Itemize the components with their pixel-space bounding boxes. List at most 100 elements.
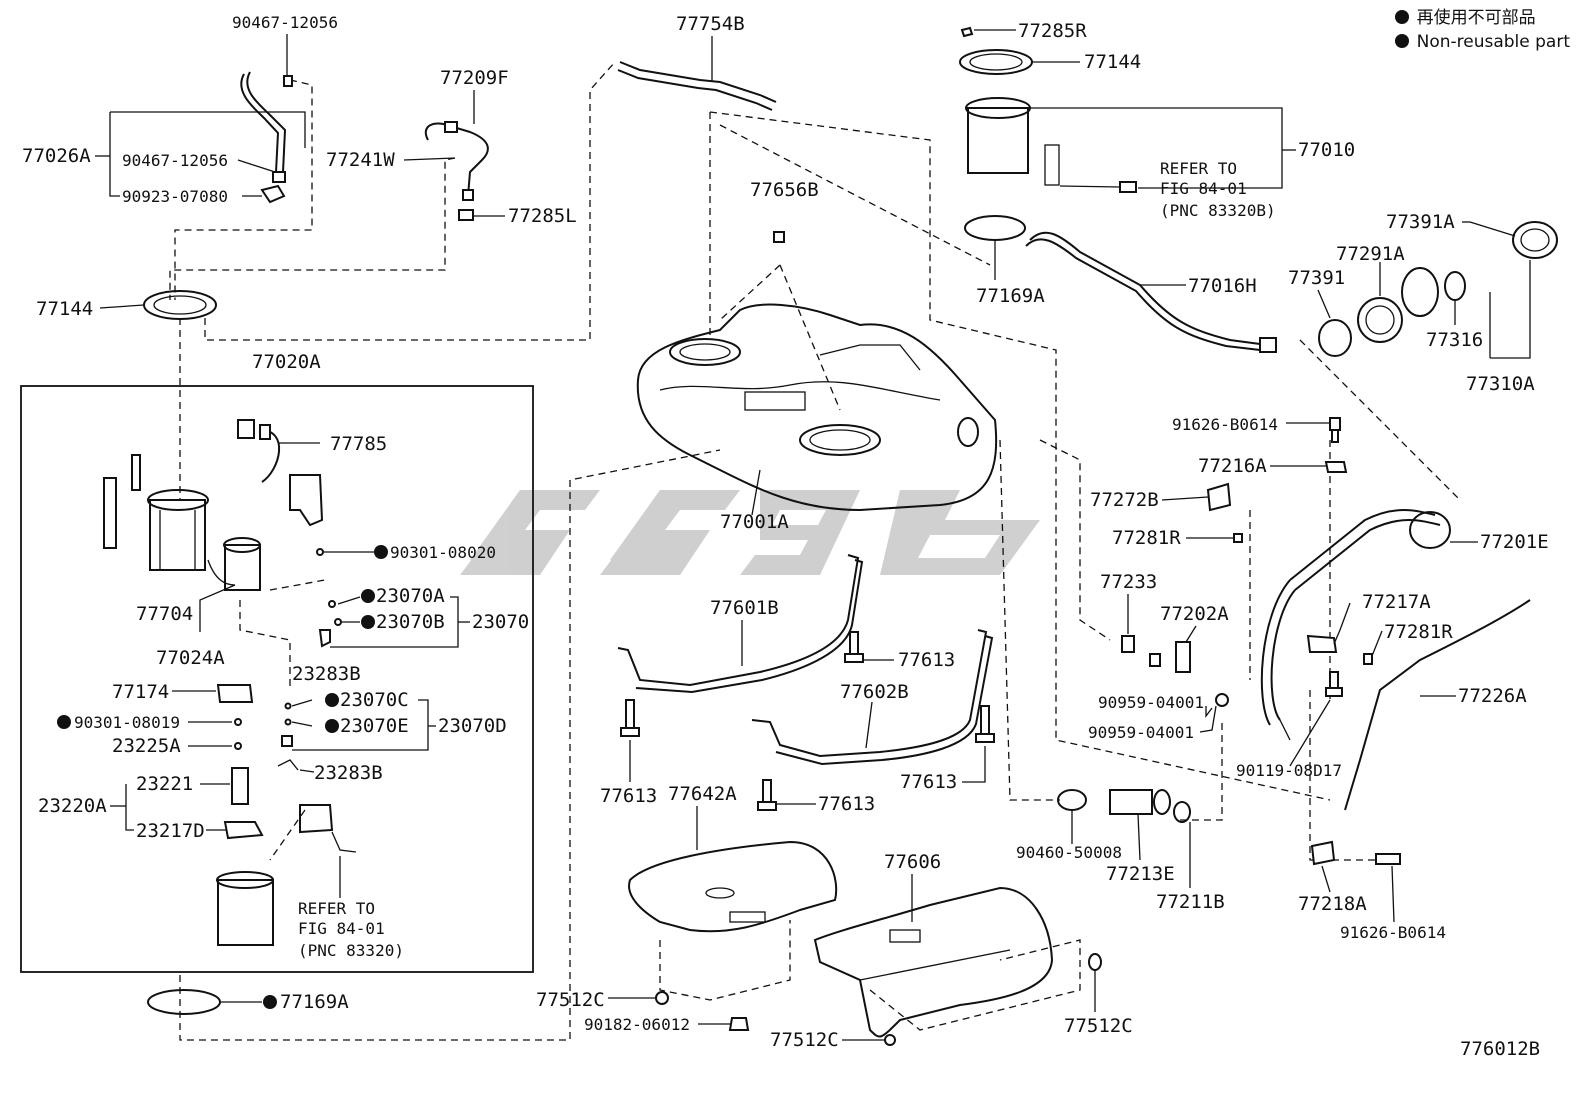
label-90182-06012[interactable]: 90182-06012 <box>584 1015 690 1034</box>
label-77241w[interactable]: 77241W <box>326 149 395 171</box>
sender-gauge-77785 <box>237 419 280 483</box>
gasket-77169a-left <box>147 989 221 1015</box>
label-77169a-left[interactable]: 77169A <box>280 991 349 1013</box>
tank-strap-77602b <box>751 629 994 766</box>
refer-lower-line2[interactable]: FIG 84-01 <box>298 919 385 938</box>
label-23283b-bottom[interactable]: 23283B <box>314 762 383 784</box>
label-77218a[interactable]: 77218A <box>1298 893 1367 915</box>
dashed-guides-center <box>659 111 1461 1031</box>
label-77291a[interactable]: 77291A <box>1336 243 1405 265</box>
label-90119-08d17[interactable]: 90119-08D17 <box>1236 761 1342 780</box>
label-77285l[interactable]: 77285L <box>508 205 577 227</box>
label-77209f[interactable]: 77209F <box>440 67 509 89</box>
label-77226a[interactable]: 77226A <box>1458 685 1527 707</box>
label-91626-b0614-bottom[interactable]: 91626-B0614 <box>1340 923 1446 942</box>
legend-item-en: Non-reusable part <box>1394 30 1570 54</box>
fuel-tank-77001a <box>636 303 998 512</box>
figure-id: 776012B <box>1460 1038 1540 1060</box>
label-23070a[interactable]: 23070A <box>376 585 445 607</box>
label-77024a[interactable]: 77024A <box>156 647 225 669</box>
label-90959-04001-b[interactable]: 90959-04001 <box>1088 723 1194 742</box>
label-77512c-a[interactable]: 77512C <box>536 989 605 1011</box>
label-77169a-right[interactable]: 77169A <box>976 285 1045 307</box>
label-77613-c[interactable]: 77613 <box>900 771 957 793</box>
label-23217d[interactable]: 23217D <box>136 820 205 842</box>
label-77211b[interactable]: 77211B <box>1156 891 1225 913</box>
label-90301-08019[interactable]: 90301-08019 <box>74 713 180 732</box>
label-77602b[interactable]: 77602B <box>840 681 909 703</box>
label-77391a[interactable]: 77391A <box>1386 211 1455 233</box>
fuel-pump-connectors <box>277 600 342 771</box>
label-91626-b0614-top[interactable]: 91626-B0614 <box>1172 415 1278 434</box>
refer-upper-line3[interactable]: (PNC 83320B) <box>1160 201 1276 220</box>
label-77613-b[interactable]: 77613 <box>600 785 657 807</box>
label-77704[interactable]: 77704 <box>136 603 193 625</box>
bracket-float <box>289 474 324 527</box>
legend-item-jp: 再使用不可部品 <box>1394 6 1570 30</box>
label-77216a[interactable]: 77216A <box>1198 455 1267 477</box>
label-90467-12056-top[interactable]: 90467-12056 <box>232 13 338 32</box>
label-77285r[interactable]: 77285R <box>1018 20 1087 42</box>
legend: 再使用不可部品 Non-reusable part <box>1394 6 1570 54</box>
label-77601b[interactable]: 77601B <box>710 597 779 619</box>
small-parts-left <box>216 684 264 840</box>
label-90923-07080[interactable]: 90923-07080 <box>122 187 228 206</box>
tank-strap-77601b <box>617 554 864 694</box>
label-77202a[interactable]: 77202A <box>1160 603 1229 625</box>
label-23221[interactable]: 23221 <box>136 773 193 795</box>
label-23070d[interactable]: 23070D <box>438 715 507 737</box>
label-23070[interactable]: 23070 <box>472 611 529 633</box>
label-23283b-top[interactable]: 23283B <box>292 663 361 685</box>
label-77144-left[interactable]: 77144 <box>36 298 93 320</box>
label-23070e[interactable]: 23070E <box>340 715 409 737</box>
filler-pipe-77201e <box>1260 509 1451 741</box>
label-77642a[interactable]: 77642A <box>668 783 737 805</box>
label-23070c[interactable]: 23070C <box>340 689 409 711</box>
label-23225a[interactable]: 23225A <box>112 735 181 757</box>
label-77316[interactable]: 77316 <box>1426 329 1483 351</box>
label-90301-08020[interactable]: 90301-08020 <box>390 543 496 562</box>
vent-hose-77754b <box>617 61 777 111</box>
label-77281r-a[interactable]: 77281R <box>1112 527 1181 549</box>
label-77512c-b[interactable]: 77512C <box>770 1029 839 1051</box>
label-77217a[interactable]: 77217A <box>1362 591 1431 613</box>
label-77201e[interactable]: 77201E <box>1480 531 1549 553</box>
label-23220a[interactable]: 23220A <box>38 795 107 817</box>
label-77272b[interactable]: 77272B <box>1090 489 1159 511</box>
label-90467-12056-mid[interactable]: 90467-12056 <box>122 151 228 170</box>
hose-assembly-77026a <box>240 71 293 204</box>
label-77144-right[interactable]: 77144 <box>1084 51 1141 73</box>
label-77606[interactable]: 77606 <box>884 851 941 873</box>
non-reusable-dot-icon <box>1394 10 1409 24</box>
label-77213e[interactable]: 77213E <box>1106 863 1175 885</box>
label-90460-50008[interactable]: 90460-50008 <box>1016 843 1122 862</box>
right-column-fasteners <box>1057 417 1401 866</box>
label-77785[interactable]: 77785 <box>330 433 387 455</box>
fuel-filter-canister <box>216 804 357 946</box>
label-77001a[interactable]: 77001A <box>720 511 789 533</box>
label-90959-04001-a[interactable]: 90959-04001 <box>1098 693 1204 712</box>
label-77512c-c[interactable]: 77512C <box>1064 1015 1133 1037</box>
label-77281r-b[interactable]: 77281R <box>1384 621 1453 643</box>
bracket-77026a <box>110 111 306 148</box>
label-77754b[interactable]: 77754B <box>676 13 745 35</box>
label-77016h[interactable]: 77016H <box>1188 275 1257 297</box>
label-77613-d[interactable]: 77613 <box>818 793 875 815</box>
label-group-77020a[interactable]: 77020A <box>252 351 321 373</box>
label-23070b[interactable]: 23070B <box>376 611 445 633</box>
clip-90182 <box>728 1017 750 1031</box>
refer-upper-line1[interactable]: REFER TO <box>1160 159 1237 178</box>
label-77233[interactable]: 77233 <box>1100 571 1157 593</box>
label-77656b[interactable]: 77656B <box>750 179 819 201</box>
part-labels: 90467-12056 77026A 90467-12056 90923-070… <box>22 13 1549 1060</box>
label-77310a[interactable]: 77310A <box>1466 373 1535 395</box>
refer-lower-line1[interactable]: REFER TO <box>298 899 375 918</box>
label-77174[interactable]: 77174 <box>112 681 169 703</box>
label-77391[interactable]: 77391 <box>1288 267 1345 289</box>
refer-lower-line3[interactable]: (PNC 83320) <box>298 941 404 960</box>
label-77010[interactable]: 77010 <box>1298 139 1355 161</box>
label-77026a[interactable]: 77026A <box>22 145 91 167</box>
fuel-cap-assembly-77310a <box>1318 221 1558 357</box>
refer-upper-line2[interactable]: FIG 84-01 <box>1160 179 1247 198</box>
label-77613-a[interactable]: 77613 <box>898 649 955 671</box>
